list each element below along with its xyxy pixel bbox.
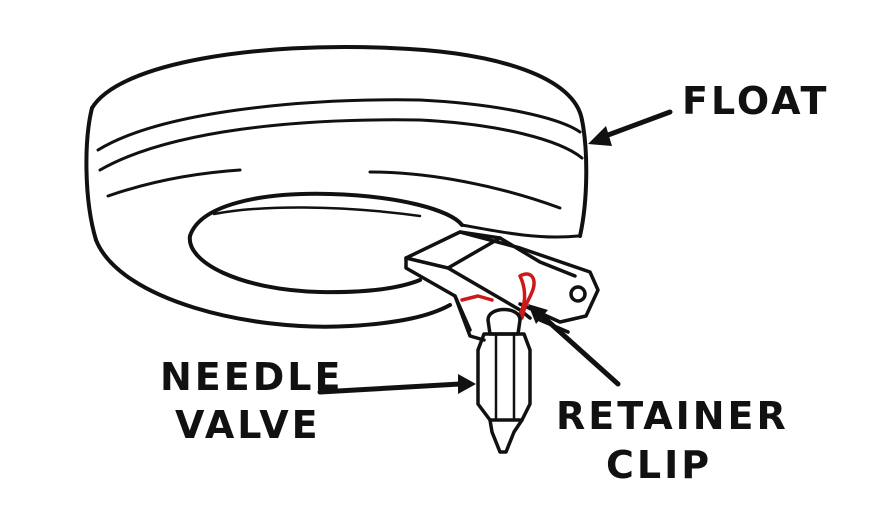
needle-valve-label-line1: NEEDLE [160,355,344,399]
retainer-clip-label-line1: RETAINER [556,394,789,438]
retainer-clip [460,272,536,320]
needle-valve-label-line2: VALVE [175,403,321,447]
needle-valve [476,307,532,454]
float [84,44,589,329]
leader-arrows [317,109,673,395]
hinge-bracket [404,230,600,342]
float-label: FLOAT [682,79,830,123]
retainer-clip-label-line2: CLIP [606,443,713,487]
